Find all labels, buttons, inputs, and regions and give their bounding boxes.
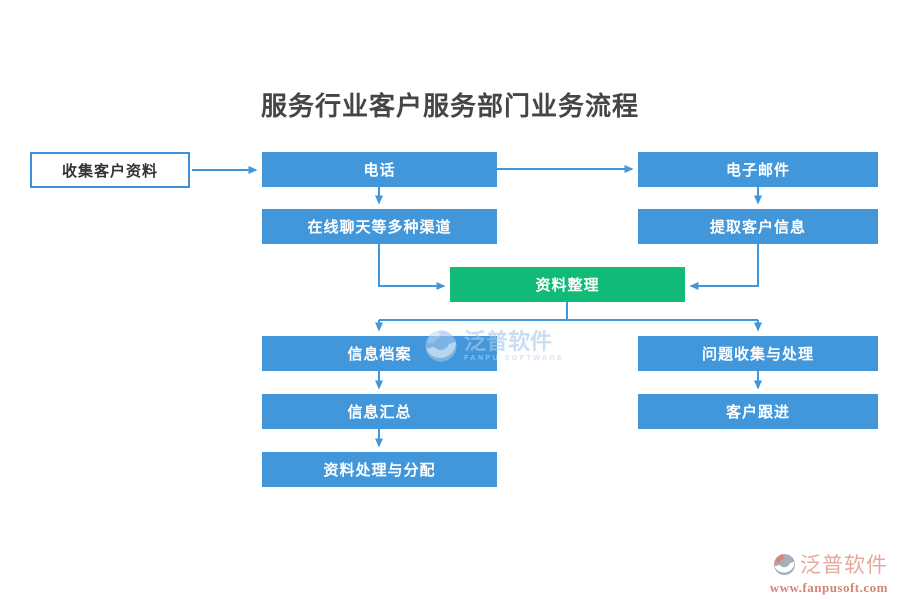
- node-extract-customer-info: 提取客户信息: [638, 209, 878, 244]
- page-title: 服务行业客户服务部门业务流程: [260, 91, 639, 121]
- node-phone: 电话: [262, 152, 497, 187]
- node-issue-collect-handle: 问题收集与处理: [638, 336, 878, 371]
- node-data-process-dispatch: 资料处理与分配: [262, 452, 497, 487]
- node-email: 电子邮件: [638, 152, 878, 187]
- node-collect-customer-data: 收集客户资料: [30, 152, 190, 188]
- node-data-organize: 资料整理: [450, 267, 685, 302]
- node-info-archive: 信息档案: [262, 336, 497, 371]
- node-customer-followup: 客户跟进: [638, 394, 878, 429]
- node-info-summary: 信息汇总: [262, 394, 497, 429]
- node-online-chat-channels: 在线聊天等多种渠道: [262, 209, 497, 244]
